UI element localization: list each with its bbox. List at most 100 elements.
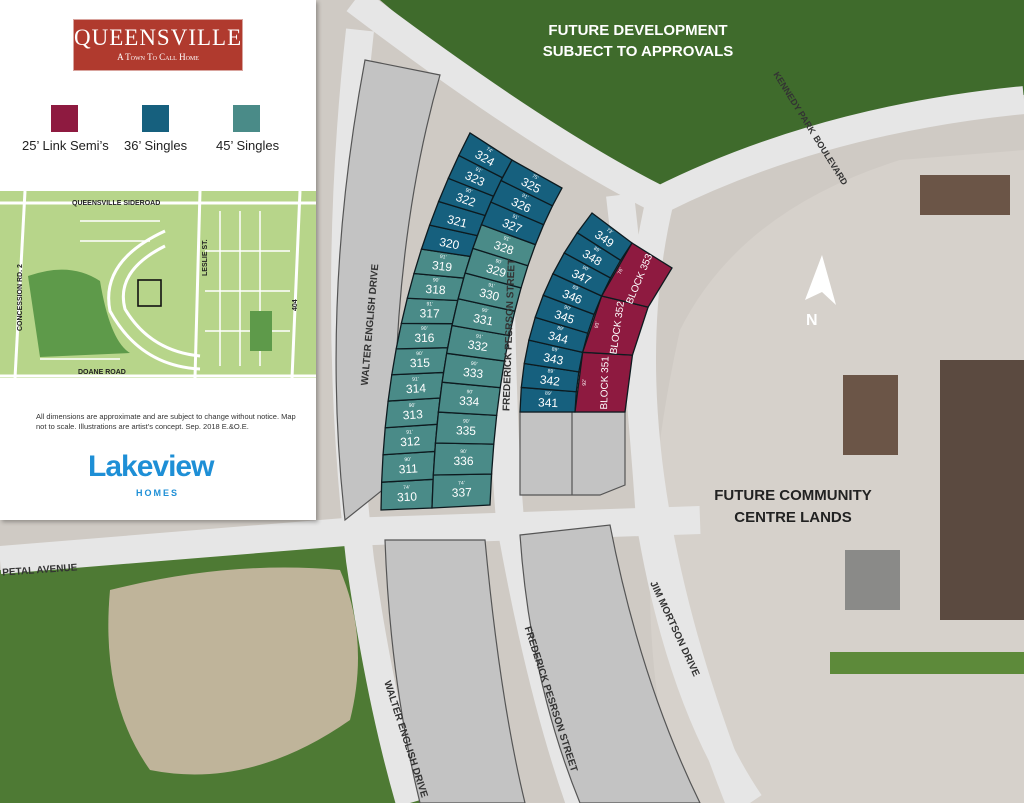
site-location-marker [137,279,162,307]
lot-number: 335 [456,423,477,438]
inset-map: QUEENSVILLE SIDEROAD CONCESSION RD. 2 LE… [0,191,316,378]
lot-depth: 90’ [416,351,423,357]
future-development-label: FUTURE DEVELOPMENT [548,22,727,39]
lot-depth: 91’ [521,193,530,201]
lot-number: 336 [454,454,474,468]
queensville-logo: QUEENSVILLE A Town To Call Home [71,17,245,73]
north-arrow-icon: N [805,255,836,329]
inset-road-label: DOANE ROAD [78,369,126,376]
lot-number: 341 [538,395,559,410]
legend-label-45: 45’ Singles [216,138,280,153]
lot-number: 343 [542,350,565,368]
lot-depth: 89’ [571,284,579,292]
lot-depth: 90’ [463,419,470,425]
lot-number: 318 [425,282,446,297]
logo-tagline: A Town To Call Home [117,52,199,62]
lot-depth: 75’ [531,173,540,181]
lot-depth: 90’ [421,326,428,332]
lot-number: 327 [500,216,524,237]
lot-block-353[interactable] [600,242,673,308]
lakeview-logo-sub: HOMES [136,488,180,498]
lot-depth: 89’ [556,325,564,333]
lot-number: 331 [472,311,495,329]
lot-depth: 73’ [605,227,614,236]
inset-road-label: CONCESSION RD. 2 [17,264,24,331]
lot-depth: 91’ [475,333,483,340]
lot-depth: 89’ [592,246,601,255]
frederick-pesrson-label: FREDERICK PESRSON STREET [501,259,517,412]
lot-depth: 74’ [403,485,410,491]
lot-depth: 90’ [466,389,473,395]
lot-number: 315 [410,356,431,371]
lakeview-logo: Lakeview [88,450,214,483]
lot-depth: 90’ [404,457,411,463]
lot-depth: 90’ [433,277,440,283]
lot-number: 313 [402,407,423,422]
future-development-grass [380,0,1024,195]
lot-number: 319 [431,258,453,274]
lot-number: 328 [492,238,516,258]
lot-depth: 91’ [503,235,511,243]
lot-number: 329 [485,261,508,280]
petal-avenue-label: PETAL AVENUE [2,562,78,578]
lot-number: 310 [397,489,418,504]
lot-depth: 90’ [460,449,467,455]
lot-number: 342 [539,372,561,388]
inset-map-svg: QUEENSVILLE SIDEROAD CONCESSION RD. 2 LE… [0,191,316,378]
lot-number: 344 [547,328,570,347]
lot-depth: 90’ [470,361,477,368]
lot-number: 312 [400,434,421,449]
lot-depth: 74’ [458,480,465,486]
community-centre-label: FUTURE COMMUNITY [714,487,872,504]
lot-depth: 90’ [495,258,503,266]
lot-depth: 90’ [563,305,571,313]
lot-number: 320 [438,235,461,252]
grass-strip [830,652,1024,674]
lot-depth: 91’ [412,376,419,382]
lot-depth: 91’ [439,254,446,261]
lot-depth: 91’ [511,213,519,221]
lot-depth: 90’ [465,187,473,195]
lot-325[interactable] [500,159,563,207]
legend-label-semi: 25’ Link Semi’s [22,138,109,153]
inset-road-label: QUEENSVILLE SIDEROAD [72,200,160,207]
lot-number: 345 [553,307,577,327]
lot-depth: 90’ [409,403,416,409]
lot-number: 314 [406,381,427,396]
lot-number: 321 [446,212,469,231]
lot-depth: 90’ [481,307,489,314]
lot-number: 333 [462,365,484,381]
lot-number: 337 [452,485,473,500]
building [845,550,900,610]
lot-depth: 89’ [551,346,559,353]
community-centre-lands [650,150,1024,803]
legend-panel: QUEENSVILLE A Town To Call Home 25’ Link… [0,0,316,520]
lot-depth: 91’ [406,429,413,435]
lot-depth: 89’ [547,368,554,375]
lot-number: 316 [414,331,434,345]
north-label: N [806,312,818,329]
legend-swatch-45 [233,105,260,132]
inset-road-label: 404 [292,299,299,311]
lot-number: 322 [454,190,478,210]
future-development-label-2: SUBJECT TO APPROVALS [543,43,734,60]
logo-title: QUEENSVILLE [74,25,243,50]
future-lots [335,59,701,803]
legend-swatch-semi [51,105,78,132]
inset-road-label: LESLIE ST. [202,239,209,276]
lot-depth: 91’ [426,301,433,307]
lot-number: 332 [467,337,489,354]
disclaimer: All dimensions are approximate and are s… [36,412,296,431]
lot-number: 311 [398,461,418,476]
park-playground [108,567,358,775]
lot-number: 317 [419,306,440,321]
legend-label-36: 36’ Singles [124,138,188,153]
lot-depth: 89’ [545,391,552,397]
lots-layer: 31074’31190’31291’31390’31491’31590’3169… [380,132,673,511]
lot-depth: 90’ [581,265,590,273]
lot-depth: 76’ [617,267,625,275]
building [940,360,1024,620]
community-centre-label-2: CENTRE LANDS [734,509,852,526]
lot-depth: 92’ [582,379,588,386]
lot-depth: 74’ [485,146,494,155]
